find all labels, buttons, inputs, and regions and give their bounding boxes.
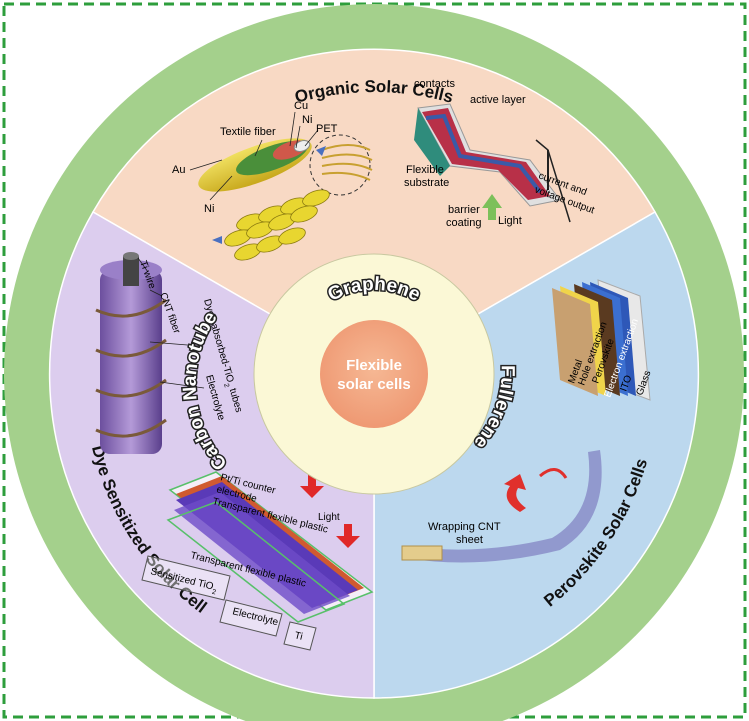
organic-fiber-illustration — [189, 111, 373, 261]
organic-label-light: Light — [498, 215, 522, 227]
dye-stack-illustration — [166, 471, 374, 623]
core-line-2: solar cells — [337, 376, 410, 393]
dye-fiber-illustration — [95, 252, 205, 454]
organic-label-active-layer: active layer — [470, 94, 526, 106]
organic-label-ni-top: Ni — [302, 114, 312, 126]
core-circle — [320, 320, 428, 428]
svg-text:Ti: Ti — [293, 630, 303, 643]
dye-box-ti: Ti — [283, 621, 317, 651]
core-line-1: Flexible — [346, 357, 402, 374]
organic-label-pet: PET — [316, 123, 338, 135]
perovskite-label-sheet: sheet — [456, 534, 483, 546]
perovskite-label-wrapping: Wrapping CNT — [428, 521, 501, 533]
organic-label-ni-bottom: Ni — [204, 203, 214, 215]
perovskite-stack-illustration — [552, 279, 651, 401]
organic-label-au: Au — [172, 164, 185, 176]
dye-label-light: Light — [318, 512, 340, 523]
organic-label-textile-fiber: Textile fiber — [220, 126, 276, 138]
organic-label-flexible: Flexible — [406, 164, 444, 176]
perovskite-wrapped-fiber — [401, 450, 602, 563]
organic-label-contacts: contacts — [414, 78, 455, 90]
organic-device-illustration — [414, 103, 571, 223]
perovskite-layer-ito: ITO — [618, 374, 634, 393]
organic-label-substrate: substrate — [404, 177, 449, 189]
dye-box-electrolyte: Electrolyte — [219, 599, 283, 637]
organic-label-coating: coating — [446, 217, 481, 229]
organic-label-cu: Cu — [294, 100, 308, 112]
organic-label-barrier: barrier — [448, 204, 480, 216]
